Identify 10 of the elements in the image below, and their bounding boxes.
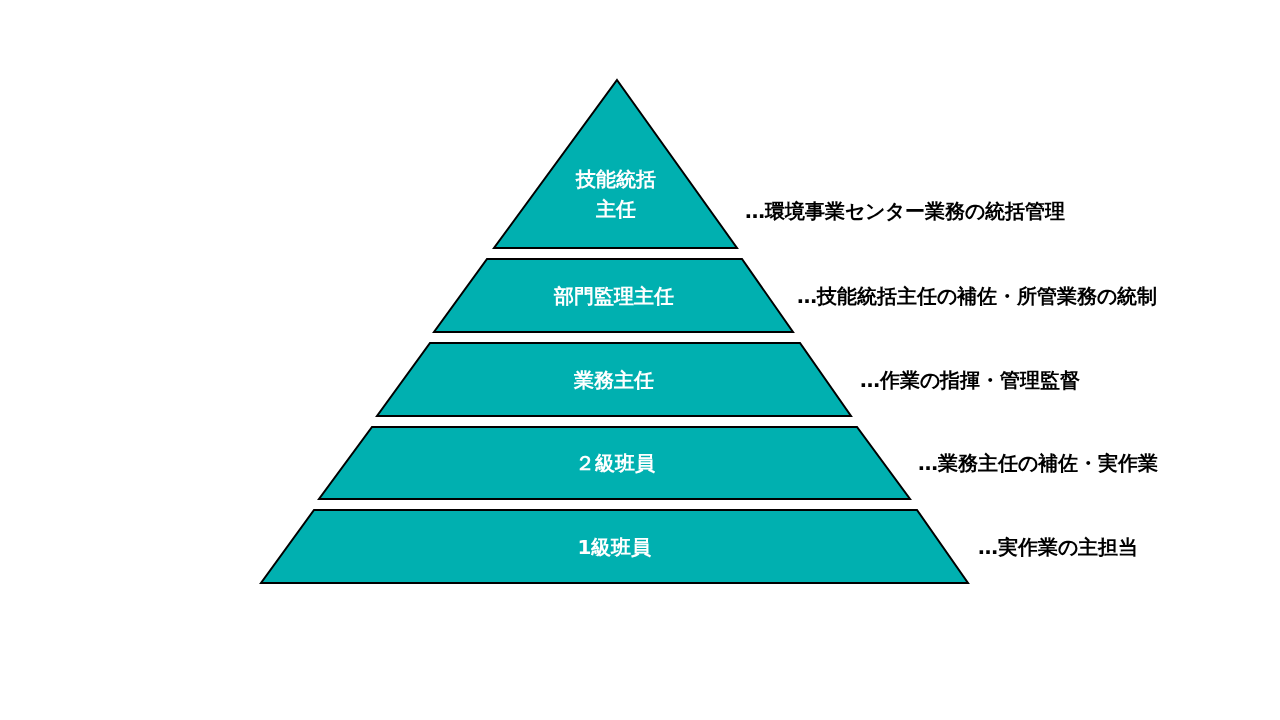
tier-label: 部門監理主任 <box>552 282 675 310</box>
role-description: …実作業の主担当 <box>978 533 1138 560</box>
role-description: …技能統括主任の補佐・所管業務の統制 <box>797 282 1157 309</box>
tier-label: ２級班員 <box>573 450 656 477</box>
tier-label: 業務主任 <box>573 366 655 394</box>
role-description: …作業の指揮・管理監督 <box>860 366 1080 393</box>
tier-label: 1級班員 <box>576 533 653 561</box>
tier-label: 技能統括主任 <box>574 166 657 224</box>
role-description: …業務主任の補佐・実作業 <box>918 449 1158 477</box>
role-description: …環境事業センター業務の統括管理 <box>745 197 1065 225</box>
